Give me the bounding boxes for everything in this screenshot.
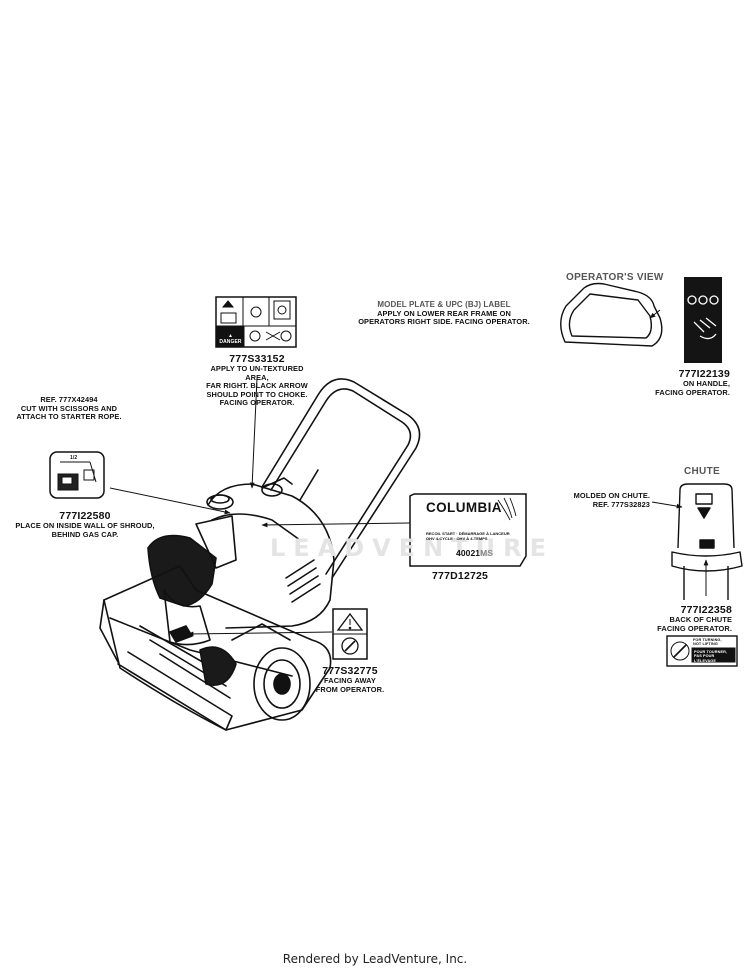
danger-word: ▲ DANGER [219,333,242,345]
callout-777i22139: 777I22139 ON HANDLE, FACING OPERATOR. [630,368,730,397]
callout-777s33152-line1: APPLY TO UN-TEXTURED AREA, [210,364,304,382]
callout-777i22580-line2: BEHIND GAS CAP. [51,529,119,539]
leader-lines [109,309,709,637]
footer-credit: Rendered by LeadVenture, Inc. [282,952,468,966]
decal-777i22139 [684,277,722,363]
callout-777i22580-line1: PLACE ON INSIDE WALL OF SHROUD, [15,521,155,530]
callout-777s33152-line2: FAR RIGHT. BLACK ARROW [206,381,308,391]
columbia-model: 40021MS [456,548,493,558]
callout-777i22139-line2: FACING OPERATOR. [655,387,730,397]
model-plate-callout: MODEL PLATE & UPC (BJ) LABEL APPLY ON LO… [352,300,536,327]
callout-777i22358-line1: BACK OF CHUTE [669,615,732,624]
columbia-model-number: 40021 [456,548,481,558]
decal-777s33152 [215,296,297,348]
model-plate-line1: APPLY ON LOWER REAR FRAME ON [377,308,511,318]
callout-777i22139-line1: ON HANDLE, [683,379,730,388]
turning-text-upper: FOR TURNING, NOT LIFTING [693,638,735,647]
callout-777s33152-line3: SHOULD POINT TO CHOKE. [206,389,308,399]
decal-777s32775 [332,608,368,660]
turning-line3: POUR TOURNER, [694,650,728,654]
turning-line2: NOT LIFTING [693,642,718,647]
callout-777s32775-line1: FACING AWAY [324,676,376,685]
molded-line1: MOLDED ON CHUTE. [573,491,650,500]
callout-777s32775: 777S32775 FACING AWAY FROM OPERATOR. [300,665,400,694]
callout-777s32775-line2: FROM OPERATOR. [315,684,385,694]
snowblower-illustration [99,378,421,731]
model-plate-title: MODEL PLATE & UPC (BJ) LABEL [377,300,511,309]
columbia-brand: COLUMBIA [426,500,502,515]
callout-ref-777x42494: REF. 777X42494 CUT WITH SCISSORS AND ATT… [12,395,126,422]
ref-777x42494-line2: CUT WITH SCISSORS AND [20,403,118,413]
ref-777x42494-line3: ATTACH TO STARTER ROPE. [16,412,122,422]
callout-molded-on-chute: MOLDED ON CHUTE. REF. 777S32823 [560,491,650,509]
decal-777d12725 [409,493,527,567]
part-number-777s33152: 777S33152 [229,353,285,365]
chute-illustration [671,483,743,600]
callout-777s33152: 777S33152 APPLY TO UN-TEXTURED AREA, FAR… [198,353,316,408]
part-number-777i22139: 777I22139 [678,368,730,380]
columbia-small-line1: RECOIL START · DÉMARRAGE À LANCEUR [426,531,510,536]
part-number-777d12725: 777D12725 [432,570,489,582]
chute-heading: CHUTE [684,466,720,477]
columbia-small-text: RECOIL START · DÉMARRAGE À LANCEUR OHV 4… [426,531,522,541]
turning-line4: PAS POUR L'ÉLEVAGE [694,654,716,663]
turning-text-lower: POUR TOURNER, PAS POUR L'ÉLEVAGE [694,650,736,663]
molded-line2: REF. 777S32823 [592,499,650,509]
callout-777s33152-line4: FACING OPERATOR. [219,398,295,408]
callout-777i22358-line2: FACING OPERATOR. [657,623,732,633]
decal-fraction: 1/2 [70,455,78,461]
handle-top-view [560,282,663,347]
ref-777x42494-line1: REF. 777X42494 [40,395,98,404]
columbia-small-line2: OHV 4-CYCLE · OHV À 4-TEMPS [426,536,488,541]
turning-line1: FOR TURNING, [693,638,722,642]
part-number-777i22580: 777I22580 [59,510,111,522]
watermark: LEADVENTURE [270,534,554,562]
decal-777i22580 [49,451,105,499]
columbia-model-suffix: MS [480,548,494,558]
part-number-777i22358: 777I22358 [680,604,732,616]
model-plate-line2: OPERATORS RIGHT SIDE. FACING OPERATOR. [358,317,530,327]
operators-view-heading: OPERATOR'S VIEW [566,272,664,283]
callout-777i22580: 777I22580 PLACE ON INSIDE WALL OF SHROUD… [6,510,164,539]
decal-for-turning [666,635,738,667]
callout-777i22358: 777I22358 BACK OF CHUTE FACING OPERATOR. [630,604,732,633]
part-number-777s32775: 777S32775 [322,665,378,677]
